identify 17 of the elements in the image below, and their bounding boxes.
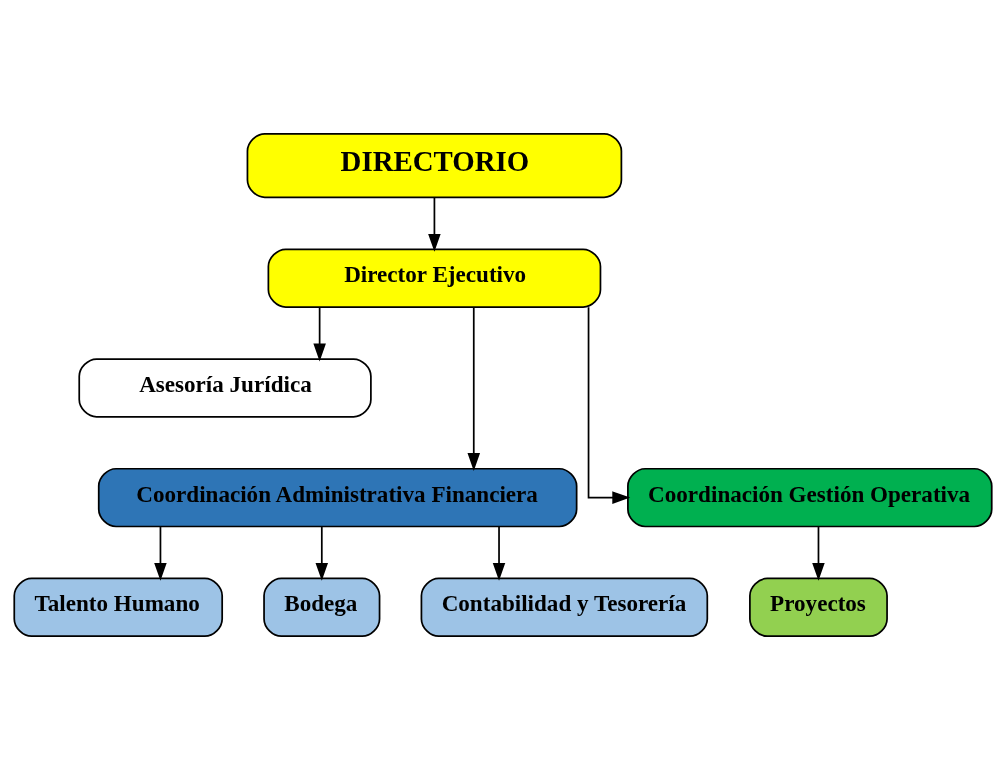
- node-box: Bodega: [263, 577, 381, 637]
- arrow: [587, 305, 631, 504]
- arrow: [812, 525, 825, 581]
- node-box: Coordinación Gestión Operativa: [627, 467, 993, 527]
- node-box: DIRECTORIO: [246, 132, 623, 198]
- arrow: [428, 196, 441, 252]
- arrow: [313, 306, 326, 361]
- node-box: Talento Humano: [13, 577, 224, 637]
- arrow: [467, 305, 481, 471]
- arrow: [492, 525, 506, 581]
- node-box: Asesoría Jurídica: [78, 357, 372, 418]
- arrow: [154, 525, 167, 581]
- node-box: Director Ejecutivo: [267, 247, 602, 308]
- arrow: [315, 525, 329, 581]
- node-box: Contabilidad y Tesorería: [420, 577, 709, 637]
- node-box: Proyectos: [749, 577, 888, 637]
- node-box: Coordinación Administrativa Financiera: [97, 467, 578, 527]
